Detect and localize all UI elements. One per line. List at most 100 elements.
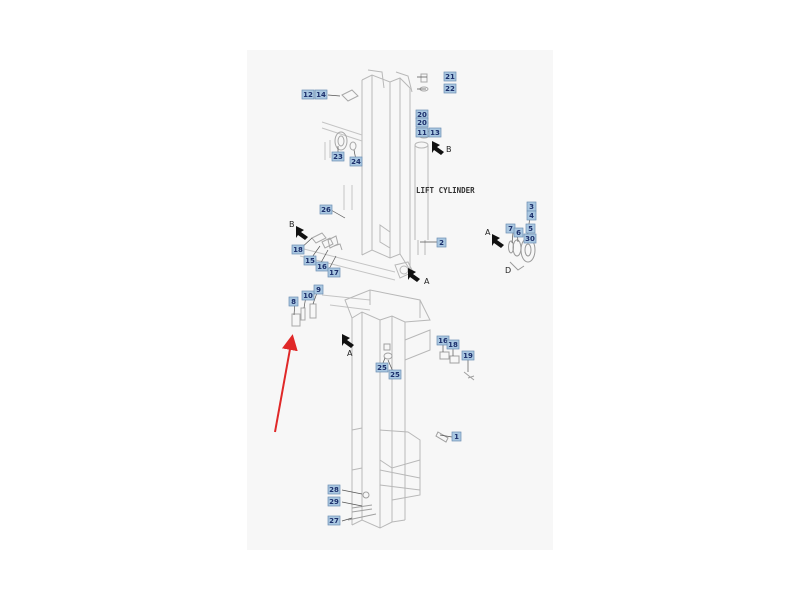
- part-label-number: 25: [377, 364, 387, 372]
- part-label-number: 14: [316, 91, 326, 99]
- part-label-21: 21: [443, 71, 457, 82]
- part-label-22: 22: [443, 83, 457, 94]
- part-label-number: 2: [439, 239, 444, 247]
- part-label-box: [428, 127, 442, 138]
- chain-pulley: [334, 89, 359, 151]
- leader-lines: [293, 76, 531, 522]
- part-label-30: 30: [523, 233, 537, 244]
- part-label-20: 20: [415, 117, 429, 128]
- part-label-box: [461, 350, 475, 361]
- part-label-box: [443, 83, 457, 94]
- view-letter-b-2: B: [289, 220, 295, 229]
- part-label-19: 19: [461, 350, 475, 361]
- part-label-3: 3: [526, 201, 537, 212]
- part-label-29: 29: [327, 496, 341, 507]
- left-bracket-parts: [291, 232, 343, 327]
- part-label-number: 10: [303, 292, 313, 300]
- part-label-number: 4: [529, 212, 534, 220]
- part-label-number: 24: [351, 158, 361, 166]
- part-label-box: [388, 369, 402, 380]
- part-label-box: [446, 339, 460, 350]
- view-letter-a-2: A: [485, 228, 491, 237]
- part-label-number: 22: [445, 85, 455, 93]
- part-label-box: [291, 244, 305, 255]
- view-arrow-a2-icon: [492, 234, 504, 248]
- part-label-number: 17: [329, 269, 339, 277]
- part-label-box: [327, 515, 341, 526]
- view-letter-b: B: [446, 145, 452, 154]
- part-label-17: 17: [327, 267, 341, 278]
- lower-mast-rail: [344, 289, 431, 529]
- part-label-number: 19: [463, 352, 473, 360]
- part-label-number: 28: [329, 486, 339, 494]
- part-label-18: 18: [291, 244, 305, 255]
- part-label-number: 13: [430, 129, 440, 137]
- part-label-box: [525, 223, 536, 234]
- lift-cylinder-caption: LIFT CYLINDER: [416, 186, 475, 195]
- part-label-8: 8: [288, 296, 299, 307]
- part-label-12: 12: [301, 89, 315, 100]
- part-label-number: 26: [321, 206, 331, 214]
- pointer-arrow: [274, 334, 298, 433]
- part-label-box: [375, 362, 389, 373]
- part-label-number: 6: [516, 229, 521, 237]
- upper-mast-rail: [361, 69, 414, 279]
- view-arrows: [296, 141, 504, 348]
- part-label-box: [319, 204, 333, 215]
- part-label-10: 10: [301, 290, 315, 301]
- part-label-box: [315, 261, 329, 272]
- lower-small-parts: [347, 343, 475, 521]
- part-label-box: [436, 237, 447, 248]
- part-label-number: 11: [417, 129, 427, 137]
- part-label-number: 15: [305, 257, 315, 265]
- part-label-number: 20: [417, 119, 427, 127]
- part-label-number: 7: [508, 225, 513, 233]
- part-label-box: [349, 156, 363, 167]
- lift-cylinder: [399, 141, 429, 275]
- part-label-16: 16: [315, 261, 329, 272]
- part-label-box: [443, 71, 457, 82]
- part-label-number: 9: [316, 286, 321, 294]
- part-label-9: 9: [313, 284, 324, 295]
- part-label-25: 25: [388, 369, 402, 380]
- part-label-number: 16: [317, 263, 327, 271]
- part-label-box: [327, 267, 341, 278]
- part-label-number: 23: [333, 153, 343, 161]
- part-label-box: [301, 89, 315, 100]
- part-label-number: 5: [528, 225, 533, 233]
- part-label-number: 20: [417, 111, 427, 119]
- part-label-number: 21: [445, 73, 455, 81]
- part-label-number: 16: [438, 337, 448, 345]
- part-label-number: 18: [448, 341, 458, 349]
- part-label-box: [313, 284, 324, 295]
- part-label-15: 15: [303, 255, 317, 266]
- part-label-box: [327, 484, 341, 495]
- view-arrow-b-icon: [432, 141, 444, 155]
- part-label-number: 27: [329, 517, 339, 525]
- part-label-4: 4: [526, 210, 537, 221]
- part-label-box: [301, 290, 315, 301]
- part-label-box: [314, 89, 328, 100]
- part-label-1: 1: [451, 431, 462, 442]
- part-label-box: [415, 117, 429, 128]
- view-arrow-a3-icon: [342, 334, 354, 348]
- part-label-box: [513, 227, 524, 238]
- view-letter-a: A: [424, 277, 430, 286]
- part-label-box: [331, 151, 345, 162]
- part-label-25: 25: [375, 362, 389, 373]
- part-label-5: 5: [525, 223, 536, 234]
- view-letter-a-3: A: [347, 349, 353, 358]
- part-label-number: 8: [291, 298, 296, 306]
- part-label-2: 2: [436, 237, 447, 248]
- side-roller-assembly: [508, 237, 536, 271]
- part-label-box: [288, 296, 299, 307]
- part-label-box: [526, 210, 537, 221]
- part-label-box: [451, 431, 462, 442]
- part-label-number: 30: [525, 235, 535, 243]
- part-label-18: 18: [446, 339, 460, 350]
- part-label-28: 28: [327, 484, 341, 495]
- part-label-14: 14: [314, 89, 328, 100]
- part-label-box: [523, 233, 537, 244]
